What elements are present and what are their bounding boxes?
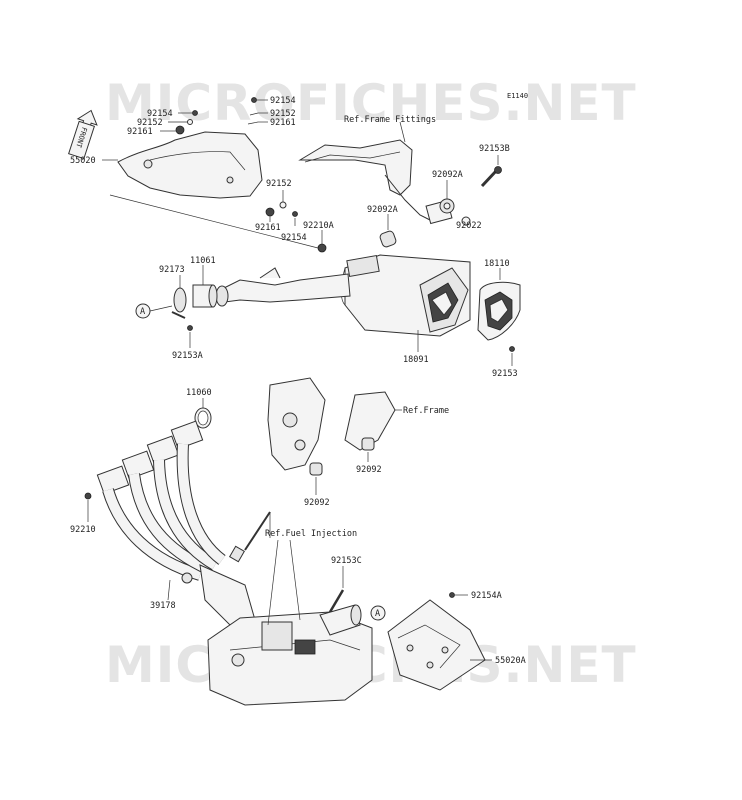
label-92152-right: 92152 [270, 109, 296, 119]
ref-fuel-injection: Ref.Fuel Injection [265, 529, 357, 539]
rubber-damper-92092-lower [309, 462, 323, 476]
leader-lines [87, 99, 513, 661]
muffler-end-cap-pattern [419, 267, 469, 333]
ref-frame: Ref.Frame [403, 406, 449, 416]
label-39178: 39178 [150, 601, 176, 611]
bolt-92153C [328, 589, 345, 613]
label-55020A: 55020A [495, 656, 526, 666]
callout-a-lower-text: A [375, 609, 380, 619]
label-92173: 92173 [159, 265, 185, 275]
callout-a-lower: A [370, 605, 386, 621]
frame-bracket-lower [267, 377, 396, 471]
label-92153A: 92153A [172, 351, 203, 361]
clamp-92173 [171, 287, 187, 319]
label-18110: 18110 [484, 259, 510, 269]
bolt-92153 [509, 346, 515, 352]
rubber-damper-92092A-lower [379, 230, 397, 248]
label-92153: 92153 [492, 369, 518, 379]
label-11061: 11061 [190, 256, 216, 266]
label-92152-left: 92152 [137, 118, 163, 128]
front-arrow-icon: FRONT [68, 109, 98, 160]
fastener-set-left [175, 110, 198, 135]
label-92092A-upper: 92092A [432, 170, 463, 180]
label-92092-right: 92092 [356, 465, 382, 475]
rubber-damper-92092A [439, 198, 455, 214]
rubber-damper-92092-upper [361, 437, 375, 451]
label-92161-left: 92161 [127, 127, 153, 137]
label-92152-middle: 92152 [266, 179, 292, 189]
ref-frame-fittings: Ref.Frame Fittings [344, 115, 436, 125]
bolt-92153B [480, 166, 502, 188]
diagram-code: E1140 [507, 92, 528, 100]
oxygen-sensor [228, 511, 271, 563]
gasket-11061 [192, 284, 218, 308]
label-92161-right: 92161 [270, 118, 296, 128]
callout-a-upper: A [135, 303, 173, 319]
label-92154-right: 92154 [270, 96, 296, 106]
label-92154-left: 92154 [147, 109, 173, 119]
label-92154A: 92154A [471, 591, 502, 601]
fastener-set-right [247, 97, 259, 125]
label-11060: 11060 [186, 388, 212, 398]
label-92210: 92210 [70, 525, 96, 535]
pre-chamber-body [207, 611, 373, 706]
callout-a-upper-text: A [140, 307, 145, 317]
outlet-pipe [319, 604, 362, 636]
link-pipe [215, 267, 351, 307]
label-92092A-lower: 92092A [367, 205, 398, 215]
nut-92210 [84, 492, 92, 500]
watermark-top: MICROFICHES.NET [105, 74, 637, 132]
end-cover-18110 [477, 281, 521, 341]
label-92153B: 92153B [479, 144, 510, 154]
label-18091: 18091 [403, 355, 429, 365]
label-55020: 55020 [70, 156, 96, 166]
exhaust-header-39178 [96, 420, 256, 626]
muffler-18091 [340, 254, 471, 337]
bolt-92154A [449, 592, 455, 598]
label-92154-middle: 92154 [281, 233, 307, 243]
label-92092-left: 92092 [304, 498, 330, 508]
bolt-92153A [187, 325, 193, 331]
heat-guard-55020 [117, 131, 263, 199]
label-92153C: 92153C [331, 556, 362, 566]
label-92210A: 92210A [303, 221, 334, 231]
label-92022: 92022 [456, 221, 482, 231]
label-92161-middle: 92161 [255, 223, 281, 233]
